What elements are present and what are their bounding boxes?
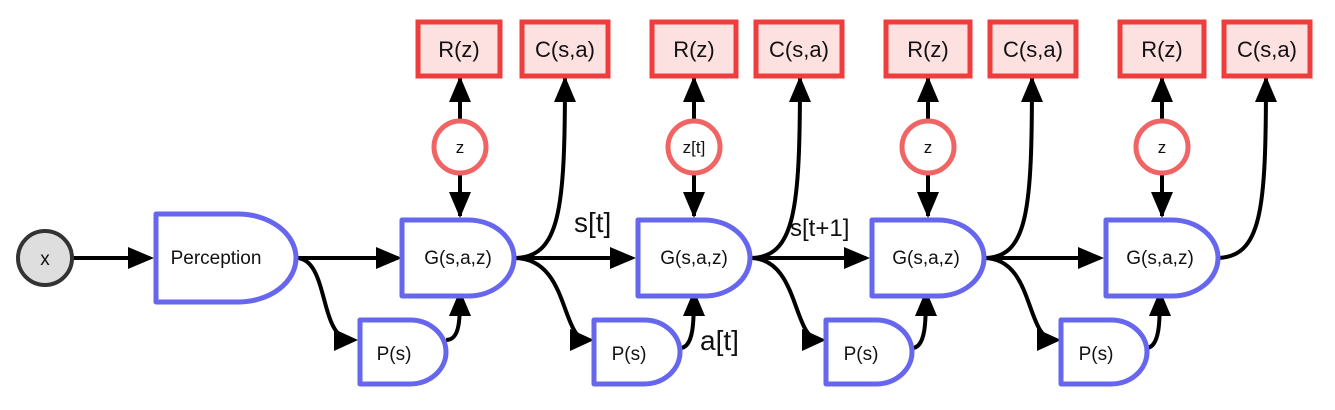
perception-label: Perception — [171, 248, 262, 269]
latent-label-4: z — [1158, 138, 1167, 157]
reward-label-4: R(z) — [1141, 37, 1183, 62]
reward-box-4 — [1117, 19, 1207, 79]
policy-shape-2 — [591, 317, 683, 387]
edge-g2-p3 — [749, 256, 821, 342]
edge-g4-c4 — [1215, 77, 1268, 260]
perception-shape — [153, 211, 299, 305]
latent-node-3 — [899, 118, 957, 176]
arrowhead-perception-p1 — [334, 329, 358, 351]
latent-node-4 — [1133, 118, 1191, 176]
policy-shape-1 — [357, 317, 449, 387]
arrowhead-z4-r4 — [1151, 76, 1173, 102]
reward-label-1: R(z) — [438, 37, 480, 62]
perception-node: Perception — [153, 211, 299, 305]
model-shape-1 — [399, 217, 517, 299]
step-4: R(z) C(s,a) z G(s,a,z) P(s) — [1058, 19, 1313, 387]
arrowhead-p2-g2 — [683, 290, 705, 316]
policy-shape-3 — [823, 317, 915, 387]
edge-g2-c2 — [749, 77, 802, 260]
input-circle — [16, 229, 74, 287]
reward-box-2 — [649, 19, 739, 79]
latent-node-2 — [665, 118, 723, 176]
model-label-1: G(s,a,z) — [424, 248, 492, 269]
cost-label-1: C(s,a) — [535, 37, 595, 62]
arrowhead-z2-g2 — [683, 192, 705, 218]
arrowhead-p3-g3 — [915, 290, 937, 316]
cost-label-3: C(s,a) — [1003, 37, 1063, 62]
latent-label-3: z — [924, 138, 933, 157]
arrowhead-p4-g4 — [1149, 290, 1171, 316]
action-label-t: a[t] — [700, 325, 739, 356]
policy-label-1: P(s) — [377, 344, 412, 365]
reward-label-2: R(z) — [673, 37, 715, 62]
state-label-t1: s[t+1] — [790, 215, 849, 242]
arrowheads — [128, 76, 1277, 351]
arrowhead-g2-p3 — [802, 329, 826, 351]
policy-label-2: P(s) — [612, 344, 647, 365]
input-node: x — [16, 229, 74, 287]
cost-box-3 — [987, 19, 1079, 79]
cost-label-4: C(s,a) — [1237, 37, 1297, 62]
latent-node-1 — [431, 118, 489, 176]
arrowhead-z3-r3 — [917, 76, 939, 102]
reward-box-1 — [415, 19, 503, 79]
arrowhead-g1-c1 — [554, 76, 576, 102]
edge-perception-p1 — [295, 256, 353, 342]
model-shape-4 — [1103, 217, 1221, 299]
cost-label-2: C(s,a) — [769, 37, 829, 62]
policy-label-3: P(s) — [844, 344, 879, 365]
cost-box-2 — [753, 19, 845, 79]
arrowhead-z1-r1 — [449, 76, 471, 102]
arrowhead-g2-g3 — [844, 247, 870, 269]
arrowhead-g3-c3 — [1021, 76, 1043, 102]
edge-g1-p2 — [513, 256, 589, 342]
arrowhead-g3-g4 — [1078, 247, 1104, 269]
cost-box-4 — [1221, 19, 1313, 79]
latent-label-1: z — [456, 138, 465, 157]
input-label: x — [40, 249, 50, 270]
arrowhead-p1-g1 — [449, 290, 471, 316]
arrowhead-g1-g2 — [610, 247, 636, 269]
model-shape-3 — [869, 217, 987, 299]
arrowhead-z2-r2 — [683, 76, 705, 102]
reward-box-3 — [883, 19, 973, 79]
model-label-4: G(s,a,z) — [1126, 248, 1194, 269]
policy-label-4: P(s) — [1079, 344, 1114, 365]
state-label-t: s[t] — [574, 207, 611, 238]
arrowhead-z1-g1 — [449, 192, 471, 218]
model-label-2: G(s,a,z) — [660, 248, 728, 269]
arrowhead-z3-g3 — [917, 192, 939, 218]
step-1: R(z) C(s,a) z G(s,a,z) P(s) — [357, 19, 611, 387]
arrowhead-perception-g1 — [376, 247, 402, 269]
latent-label-2: z[t] — [683, 138, 706, 157]
step-2: R(z) C(s,a) z[t] G(s,a,z) P(s) — [591, 19, 845, 387]
edge-g1-c1 — [513, 77, 567, 260]
arrowhead-g4-c4 — [1255, 76, 1277, 102]
edge-g3-c3 — [983, 77, 1034, 260]
arrowhead-g1-p2 — [570, 329, 594, 351]
edge-g3-p4 — [983, 256, 1056, 342]
step-3: R(z) C(s,a) z G(s,a,z) P(s) — [823, 19, 1079, 387]
cost-box-1 — [519, 19, 611, 79]
model-label-3: G(s,a,z) — [892, 248, 960, 269]
arrowhead-z4-g4 — [1151, 192, 1173, 218]
policy-shape-4 — [1058, 317, 1150, 387]
model-shape-2 — [635, 217, 753, 299]
reward-label-3: R(z) — [907, 37, 949, 62]
arrowhead-g2-c2 — [789, 76, 811, 102]
arrowhead-g3-p4 — [1037, 329, 1061, 351]
arrowhead-x-perception — [128, 247, 154, 269]
